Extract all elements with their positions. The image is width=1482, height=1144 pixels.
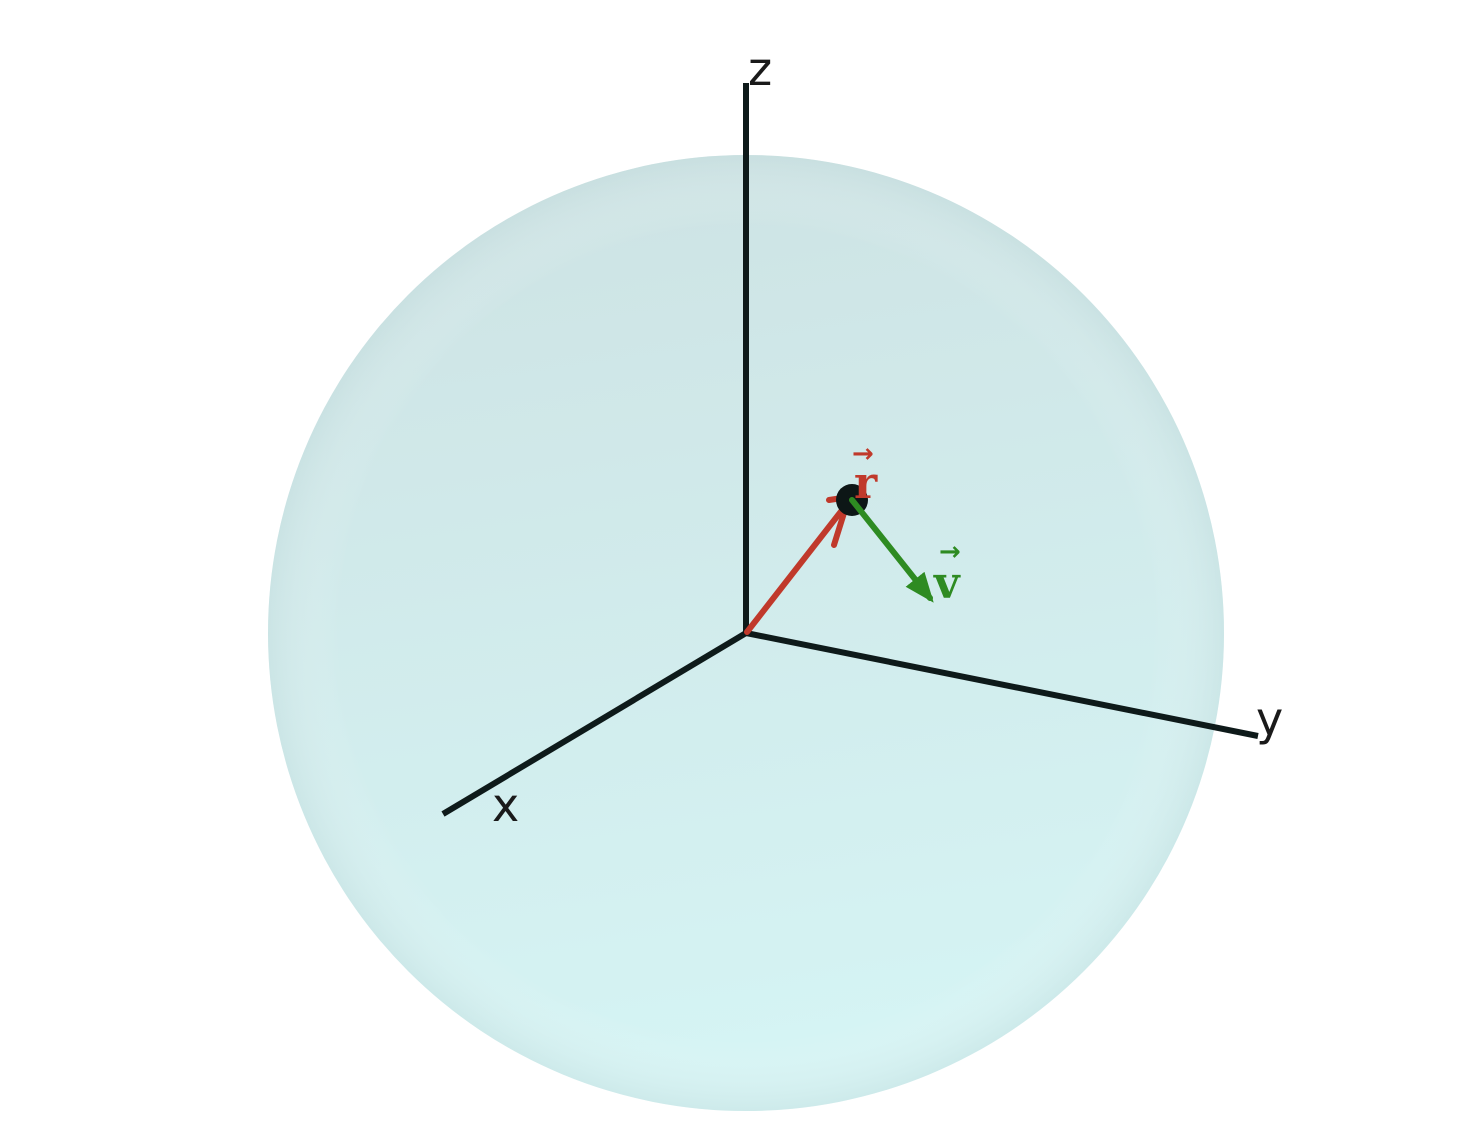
x-axis [441,630,748,817]
x-axis-label: x [492,778,519,832]
v-vector-label-group: → v [933,537,961,609]
r-vector-label: r [854,458,878,509]
v-vector-label: v [933,558,961,609]
r-vector-label-group: → r [852,439,878,509]
z-axis-label: z [748,42,772,96]
v-vector-arrow-mark: → [939,537,961,567]
r-vector-arrow-mark: → [852,439,874,469]
y-axis [745,630,1259,739]
y-axis-label: y [1256,692,1283,746]
r-vector-shaft [744,502,849,635]
velocity-vector-v [849,497,934,603]
